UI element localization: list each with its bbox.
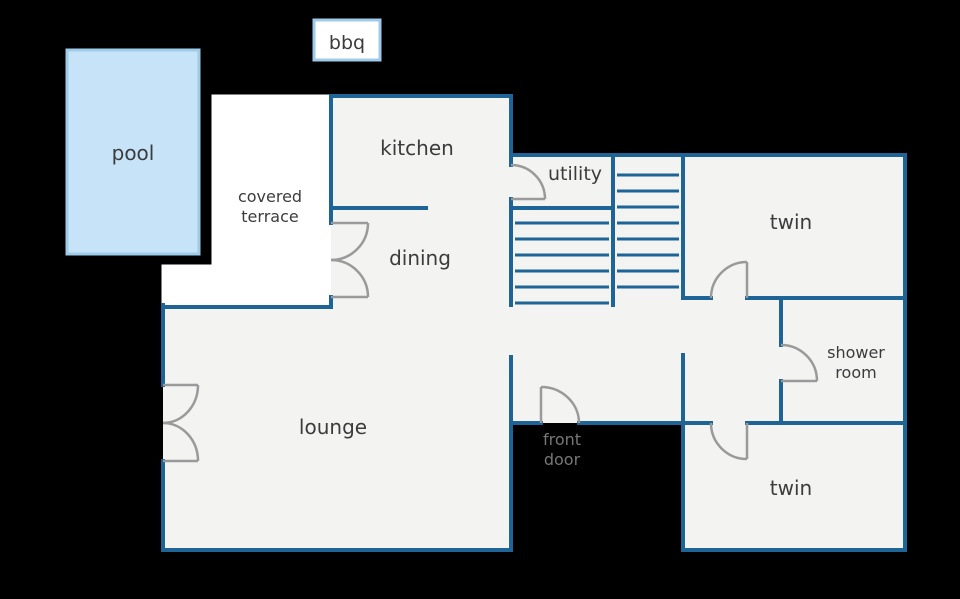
bbq-area — [312, 18, 382, 62]
doors — [162, 163, 819, 463]
twin-top-door — [709, 260, 749, 299]
lounge-label: lounge — [299, 415, 367, 439]
covered-terrace-label-line2: terrace — [241, 207, 298, 226]
dining-double-door — [330, 221, 370, 299]
kitchen-label: kitchen — [380, 136, 454, 160]
pool-label: pool — [112, 141, 155, 165]
bbq-label: bbq — [329, 32, 365, 54]
lounge-double-door — [162, 383, 200, 463]
stairs — [515, 173, 679, 305]
shower-room-label-line2: room — [835, 363, 876, 382]
twin-bottom-door — [709, 422, 749, 461]
utility-label: utility — [548, 163, 602, 185]
floor-fill — [163, 96, 905, 550]
dining-label: dining — [389, 246, 451, 270]
shower-door — [780, 343, 819, 383]
twin-top-label: twin — [770, 210, 812, 234]
utility-door — [510, 163, 547, 201]
walls — [161, 94, 907, 552]
shower-room-label-line1: shower — [827, 343, 885, 362]
pool-area — [65, 48, 201, 256]
front-door-label-line2: door — [544, 450, 581, 469]
front-door-label-line1: front — [543, 430, 581, 449]
twin-bottom-label: twin — [770, 476, 812, 500]
front-door — [539, 385, 581, 424]
covered-terrace-label-line1: covered — [238, 187, 302, 206]
